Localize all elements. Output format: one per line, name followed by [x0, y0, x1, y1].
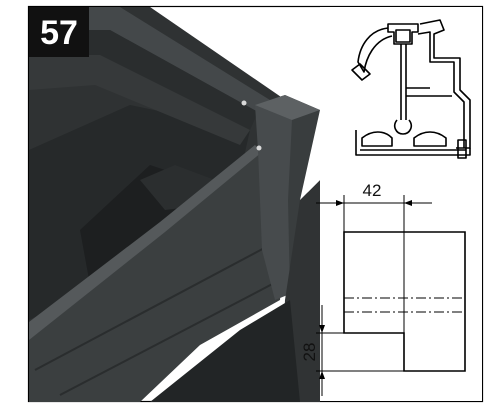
profile-bottom-right-clip: [413, 131, 447, 147]
groove-line-1: [34, 244, 271, 371]
dim-arrow-28-top: [319, 325, 325, 333]
product-photo: [29, 7, 320, 402]
bottom-shadow: [150, 300, 300, 402]
left-inner-wall: [29, 55, 250, 145]
profile-right-box: [419, 19, 471, 149]
profile-right-box-inner: [417, 31, 465, 148]
cut-dimension-drawing: 42 28: [300, 181, 466, 396]
dim-arrow-28-bottom: [319, 371, 325, 379]
profile-left-arm: [357, 27, 393, 73]
front-wall-edge: [29, 145, 262, 340]
profile-hook: [394, 119, 412, 135]
dim-arrow-42-right: [404, 200, 412, 206]
profile-left-clip: [351, 63, 371, 81]
step-number: 57: [40, 14, 78, 52]
dim-arrow-42-left: [336, 200, 344, 206]
profile-cross-section: [351, 19, 471, 159]
screw-corner: [256, 145, 262, 151]
profile-bottom-left-clip: [361, 131, 393, 147]
drawing-background: [300, 7, 482, 401]
dimension-28: 28: [300, 343, 319, 362]
screw-top: [241, 100, 247, 106]
dimension-42: 42: [363, 181, 382, 200]
step-badge: [29, 7, 89, 57]
corner-post-top: [255, 95, 320, 120]
profile-top-cap: [387, 23, 419, 45]
profile-bottom-tray: [355, 130, 471, 156]
profile-gasket: [457, 139, 467, 159]
groove-line-2: [59, 279, 281, 396]
profile-top-cap-inner: [395, 29, 411, 43]
